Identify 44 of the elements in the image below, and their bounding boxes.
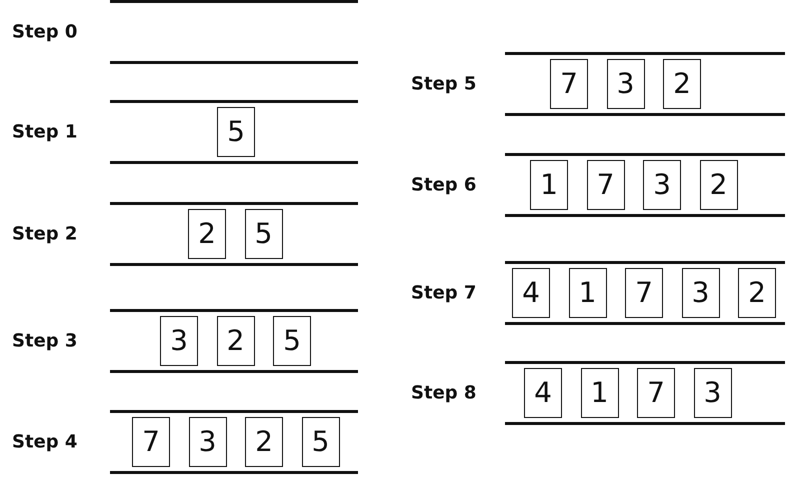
number-box: 2 (188, 209, 226, 259)
step-label: Step 0 (12, 22, 78, 42)
step-label: Step 7 (411, 282, 476, 304)
number-box: 7 (586, 160, 624, 210)
number-box: 7 (625, 268, 663, 318)
number-box: 5 (217, 107, 255, 157)
number-box: 1 (568, 268, 606, 318)
number-box: 7 (132, 417, 170, 467)
number-box: 7 (550, 59, 588, 109)
step-lane (411, 153, 785, 217)
step-label: Step 5 (411, 74, 476, 94)
number-box: 2 (245, 417, 283, 467)
number-box: 3 (606, 59, 644, 109)
number-box: 3 (188, 417, 226, 467)
number-box: 3 (160, 316, 198, 366)
number-box: 5 (273, 316, 311, 366)
step-lane (12, 100, 358, 164)
step-label: Step 6 (411, 174, 476, 196)
step-label: Step 8 (411, 382, 476, 404)
step-lane (12, 0, 358, 64)
number-box: 3 (694, 368, 732, 418)
number-box: 2 (700, 160, 738, 210)
step-label: Step 1 (12, 122, 78, 142)
number-box: 2 (216, 316, 254, 366)
number-box: 4 (512, 268, 550, 318)
number-box: 2 (738, 268, 776, 318)
step-lane (411, 52, 785, 116)
step-lane (12, 309, 358, 373)
number-box: 2 (663, 59, 701, 109)
step-label: Step 4 (12, 432, 78, 452)
number-box: 1 (580, 368, 618, 418)
number-box: 3 (643, 160, 681, 210)
step-lane (411, 361, 785, 425)
step-label: Step 3 (12, 330, 78, 352)
step-lane (12, 410, 358, 474)
number-box: 1 (530, 160, 568, 210)
number-box: 5 (302, 417, 340, 467)
number-box: 5 (244, 209, 282, 259)
number-box: 7 (637, 368, 675, 418)
number-box: 3 (682, 268, 720, 318)
number-box: 4 (524, 368, 562, 418)
step-lane (12, 202, 358, 266)
step-lane (411, 261, 785, 325)
step-label: Step 2 (12, 224, 78, 244)
